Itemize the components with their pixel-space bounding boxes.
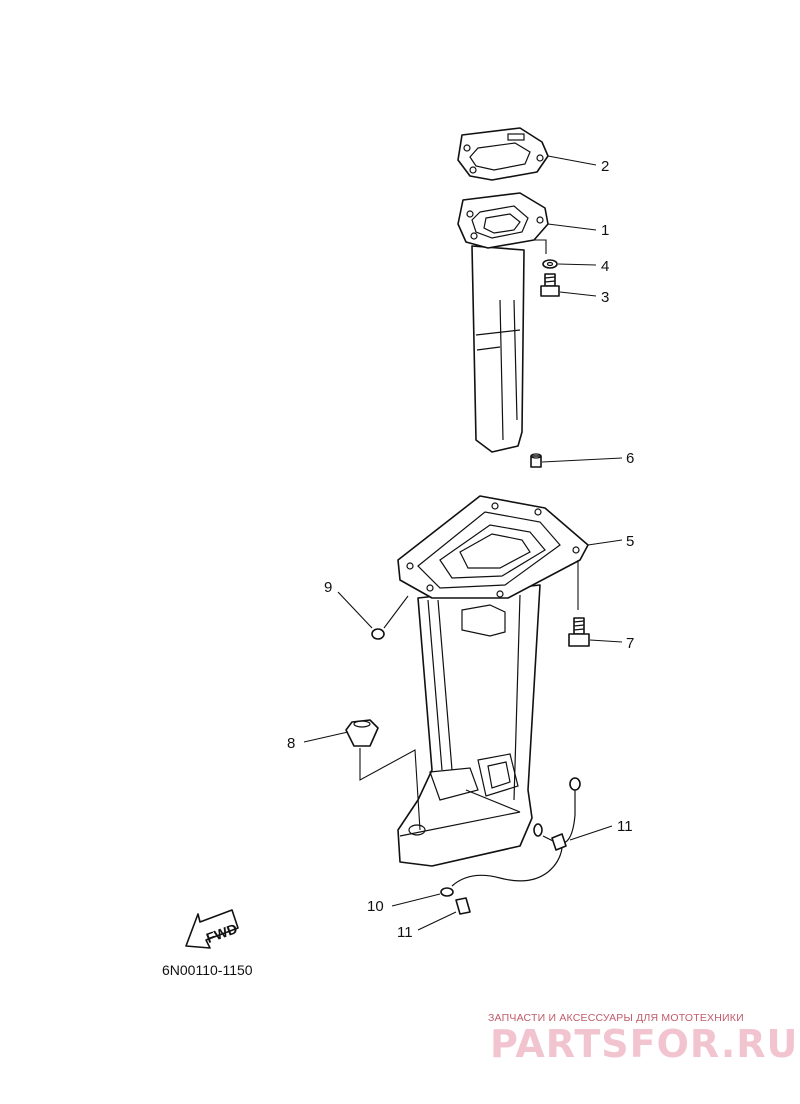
leader-lines bbox=[303, 155, 623, 931]
upper-casing-part bbox=[457, 192, 549, 453]
callout-11b: 11 bbox=[397, 924, 413, 941]
washer-part bbox=[542, 259, 558, 269]
gasket-part bbox=[457, 127, 549, 181]
screw-part-lower bbox=[455, 897, 471, 915]
callout-1: 1 bbox=[601, 222, 609, 239]
callout-11a: 11 bbox=[617, 818, 633, 835]
dowel-pin-part bbox=[530, 453, 542, 468]
bolt-part bbox=[540, 273, 560, 297]
callout-6: 6 bbox=[626, 450, 634, 467]
ground-lead-part bbox=[440, 777, 581, 897]
callout-labels: 2 1 4 3 6 5 9 7 8 11 10 11 bbox=[287, 158, 634, 941]
callout-10: 10 bbox=[367, 898, 384, 915]
callout-9: 9 bbox=[324, 579, 332, 596]
drawing-code: 6N00110-1150 bbox=[162, 962, 253, 978]
callout-8: 8 bbox=[287, 735, 295, 752]
callout-2: 2 bbox=[601, 158, 609, 175]
fwd-arrow-icon: FWD bbox=[185, 909, 239, 949]
callout-7: 7 bbox=[626, 635, 634, 652]
callout-5: 5 bbox=[626, 533, 634, 550]
plug-part bbox=[371, 628, 385, 640]
screw-part-upper bbox=[551, 833, 567, 851]
callout-3: 3 bbox=[601, 289, 609, 306]
watermark-brand-logo: PARTSFOR.RU bbox=[490, 1022, 799, 1066]
watermark-subtitle: ЗАПЧАСТИ И АКСЕССУАРЫ ДЛЯ МОТОТЕХНИКИ bbox=[488, 1012, 744, 1024]
flange-bolt-part bbox=[568, 617, 590, 647]
callout-4: 4 bbox=[601, 258, 609, 275]
lower-casing-part bbox=[397, 495, 589, 867]
grommet-part bbox=[345, 719, 379, 747]
